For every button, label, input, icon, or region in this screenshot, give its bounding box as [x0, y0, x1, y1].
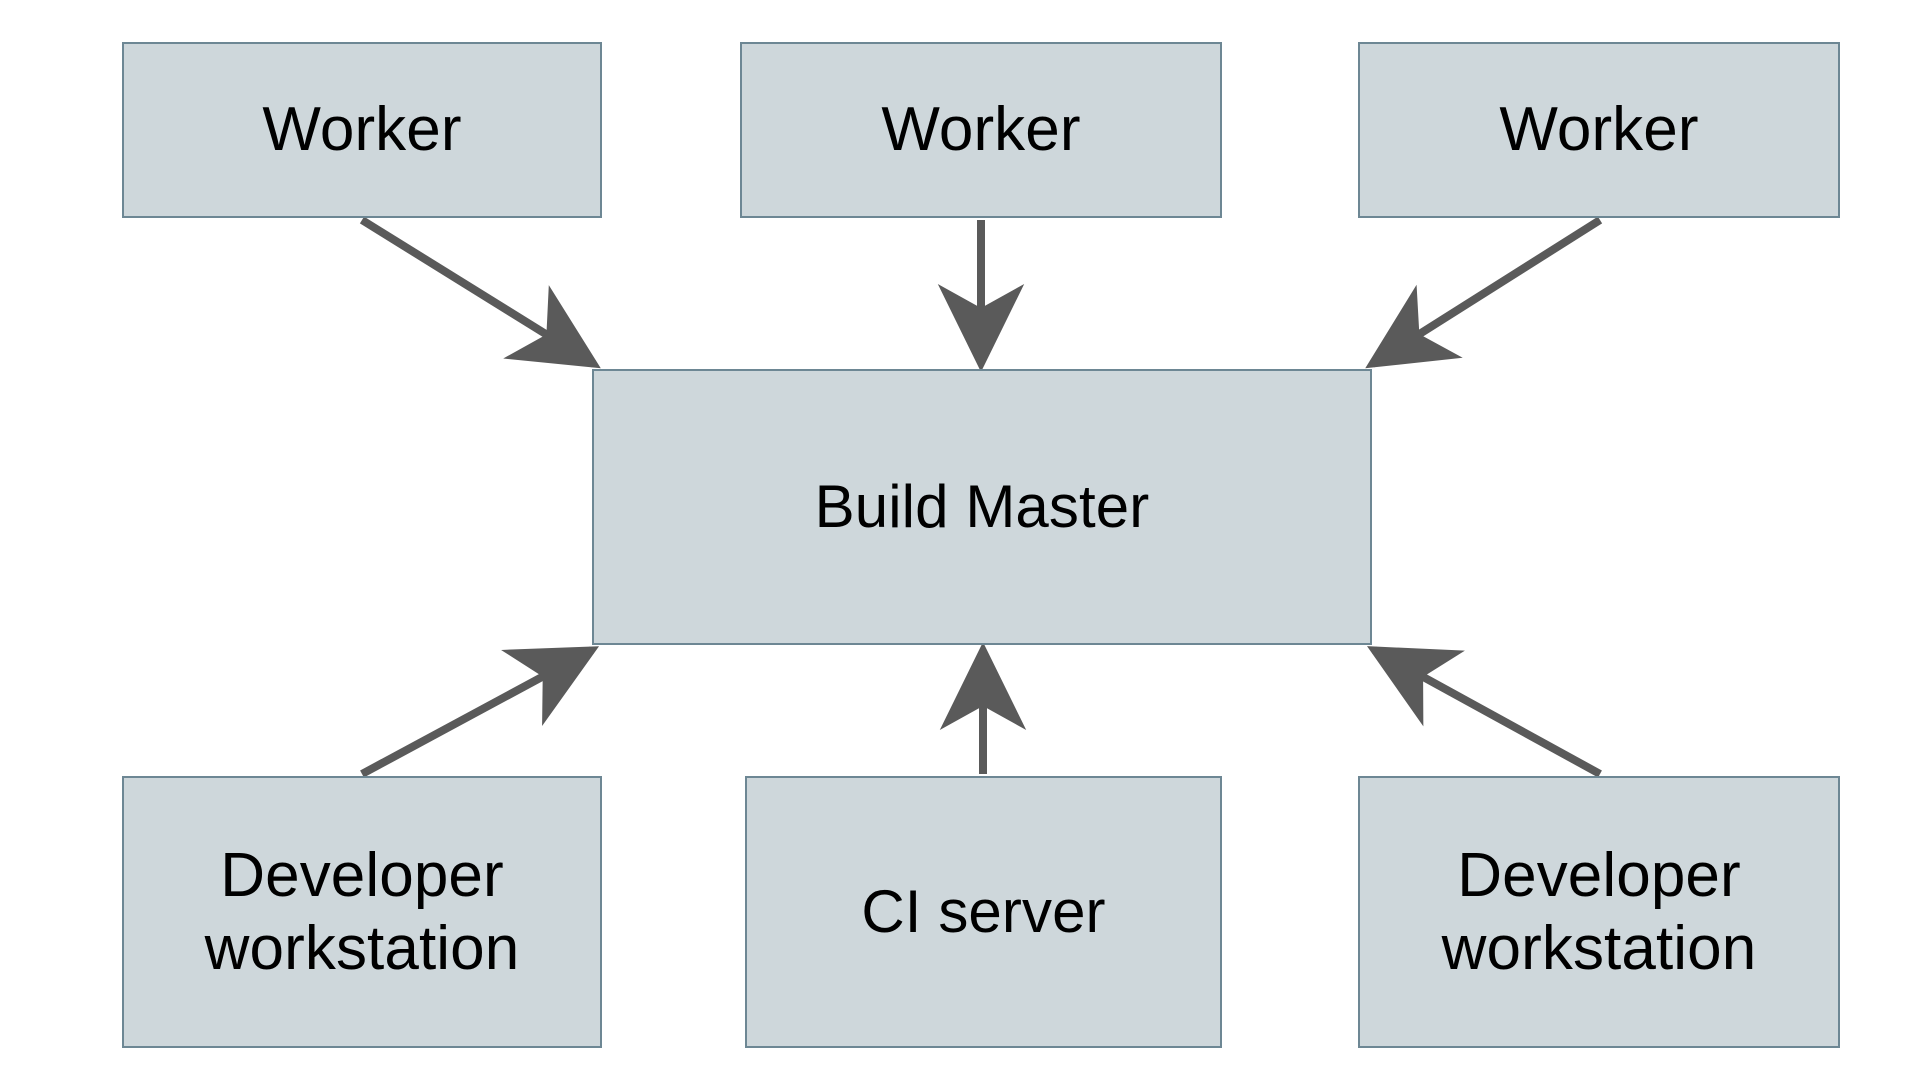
node-developer-workstation-1-label: Developer workstation	[204, 840, 520, 983]
node-worker-2-label: Worker	[881, 95, 1081, 165]
node-ci-server[interactable]: CI server	[745, 776, 1222, 1048]
edge-worker-1-to-build-master	[359, 216, 601, 369]
node-worker-3-label: Worker	[1499, 95, 1699, 165]
node-developer-workstation-2[interactable]: Developer workstation	[1358, 776, 1840, 1048]
node-developer-workstation-2-label: Developer workstation	[1441, 840, 1757, 983]
edge-worker-3-to-build-master	[1365, 216, 1603, 369]
node-ci-server-label: CI server	[861, 877, 1106, 945]
node-worker-2[interactable]: Worker	[740, 42, 1222, 218]
node-worker-1-label: Worker	[262, 95, 462, 165]
edge-dev-ws-2-to-build-master	[1366, 646, 1602, 778]
node-worker-3[interactable]: Worker	[1358, 42, 1840, 218]
node-developer-workstation-1[interactable]: Developer workstation	[122, 776, 602, 1048]
edge-dev-ws-1-to-build-master	[360, 646, 600, 778]
node-build-master-label: Build Master	[814, 472, 1150, 540]
node-worker-1[interactable]: Worker	[122, 42, 602, 218]
node-build-master[interactable]: Build Master	[592, 369, 1372, 645]
